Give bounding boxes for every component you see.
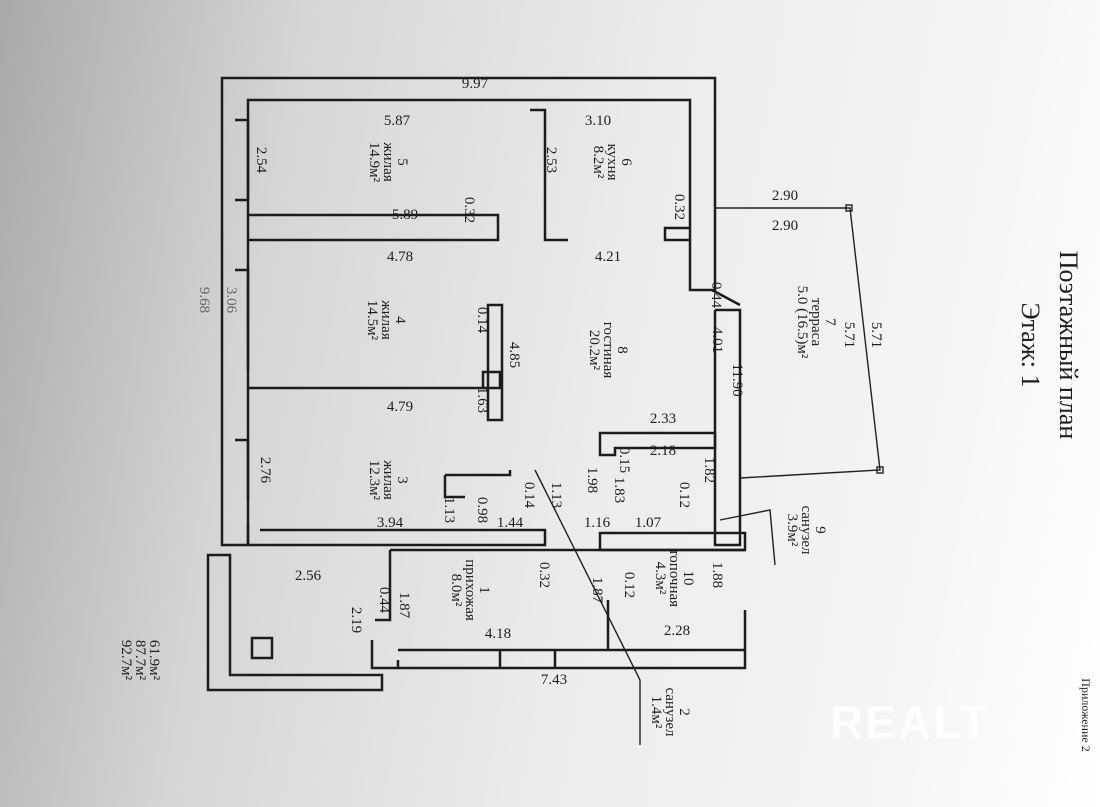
walls (206, 76, 747, 692)
room-5-num: 5 (394, 158, 410, 166)
dim: 1.13 (548, 482, 564, 508)
room-7-area: 5.0 (16.5)м² (794, 286, 810, 359)
room-3-area: 12.3м² (366, 460, 382, 501)
dim: 1.83 (611, 477, 627, 503)
room-4-area: 14.5м² (364, 300, 380, 341)
room-7-num: 7 (822, 318, 838, 326)
room-10-area: 4.3м² (652, 562, 668, 595)
watermark-logo: REALT (830, 696, 990, 748)
vertical-dimensions: 2.54 2.53 0.32 0.32 9.68 3.06 0.14 4.85 … (196, 147, 884, 633)
room-5-name: жилая (380, 141, 396, 182)
dim: 4.78 (387, 249, 413, 265)
dim: 4.85 (506, 342, 522, 368)
dim: 0.44 (708, 282, 724, 309)
dim: 0.44 (376, 587, 392, 614)
room-8-area: 20.2м² (586, 330, 602, 371)
dim: 5.87 (384, 113, 411, 129)
room-7-name: терраса (808, 298, 824, 347)
leader-lines (534, 469, 641, 745)
room-2-name: санузел (662, 687, 678, 737)
dim: 11.90 (729, 363, 745, 396)
dim: 2.18 (650, 443, 676, 459)
dim: 1.82 (701, 457, 717, 483)
room-4-name: жилая (378, 299, 394, 340)
appendix-label: Приложение 2 (1079, 678, 1093, 751)
area-totals: 61.9м² 87.7м² 92.7м² (118, 640, 162, 681)
room-10-name: топочная (666, 549, 682, 607)
plan-title: Поэтажный план (1054, 251, 1083, 440)
dim: 2.53 (543, 147, 559, 173)
room-8-num: 8 (614, 346, 630, 354)
total-living: 61.9м² (146, 640, 162, 681)
dim: 2.28 (664, 623, 690, 639)
floor-label: Этаж: 1 (1016, 302, 1045, 387)
dim: 9.97 (462, 76, 489, 92)
dim: 1.88 (709, 562, 725, 588)
dim: 1.98 (584, 467, 600, 493)
room-9-area: 3.9м² (784, 514, 800, 547)
dim: 2.54 (253, 147, 269, 174)
room-3-name: жилая (380, 459, 396, 500)
dim: 5.71 (868, 322, 884, 348)
dim: 3.06 (223, 287, 239, 314)
dim: 1.13 (441, 497, 457, 523)
room-1-name: прихожая (462, 559, 478, 621)
room-6-name: кухня (604, 143, 620, 180)
dim: 2.76 (257, 457, 273, 484)
room-10-num: 10 (680, 571, 696, 586)
dim: 0.14 (474, 307, 490, 334)
dim: 2.33 (650, 411, 676, 427)
dim: 4.01 (709, 327, 725, 353)
dim: 2.90 (772, 188, 798, 204)
room-3-num: 3 (394, 476, 410, 484)
dim: 1.63 (474, 387, 490, 413)
dim: 3.94 (377, 515, 404, 531)
dim: 4.79 (387, 399, 413, 415)
dim: 5.71 (841, 322, 857, 348)
dim: 1.87 (396, 592, 412, 619)
room-2-num: 2 (676, 708, 692, 716)
dim: 0.98 (474, 497, 490, 523)
dim: 2.19 (348, 607, 364, 633)
room-6-area: 8.2м² (590, 146, 606, 179)
dim: 7.43 (541, 672, 567, 688)
dim: 3.10 (585, 113, 611, 129)
dim: 0.15 (616, 447, 632, 473)
dim: 1.16 (584, 515, 611, 531)
room-5-area: 14.9м² (366, 142, 382, 183)
room-8-name: гостиная (600, 322, 616, 379)
horizontal-dimensions: 9.97 5.87 3.10 2.90 2.90 5.89 4.78 4.21 … (295, 76, 798, 688)
dim: 1.44 (497, 515, 524, 531)
room-2-area: 1.4м² (648, 696, 664, 729)
dim: 1.07 (635, 515, 662, 531)
room-1-num: 1 (476, 586, 492, 594)
dim: 9.68 (196, 287, 212, 313)
dim: 0.12 (621, 572, 637, 598)
room-9-num: 9 (812, 526, 828, 534)
dim: 5.89 (392, 207, 418, 223)
dim: 0.32 (671, 194, 687, 220)
dim: 2.90 (772, 218, 798, 234)
room-labels: 1 прихожая 8.0м² 2 санузел 1.4м² 3 жилая… (364, 141, 838, 737)
room-4-num: 4 (392, 316, 408, 324)
dim: 1.87 (589, 577, 605, 604)
total-with-terrace: 92.7м² (118, 640, 134, 681)
dim: 0.32 (461, 197, 477, 223)
dim: 4.18 (485, 626, 511, 642)
dim: 2.56 (295, 568, 322, 584)
dim: 4.21 (595, 249, 621, 265)
terrace-outline (715, 204, 884, 566)
total-general: 87.7м² (132, 640, 148, 681)
dim: 0.12 (676, 482, 692, 508)
room-1-area: 8.0м² (448, 574, 464, 607)
dim: 0.14 (521, 482, 537, 509)
room-9-name: санузел (798, 505, 814, 555)
room-6-num: 6 (618, 158, 634, 166)
dim: 0.32 (536, 562, 552, 588)
